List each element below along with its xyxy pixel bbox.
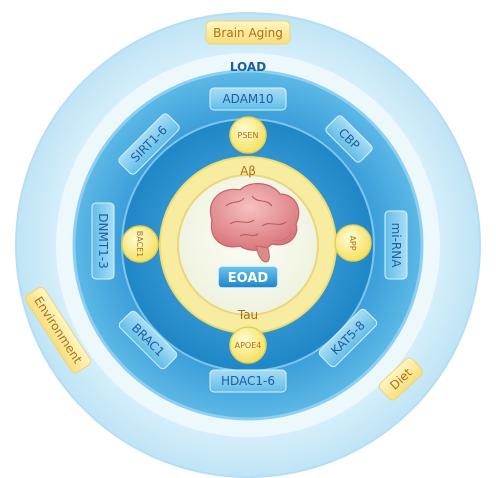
brain-aging-label: Brain Aging <box>205 20 291 45</box>
abeta-label: Aβ <box>240 164 256 178</box>
svg-text:EOAD: EOAD <box>228 271 269 286</box>
gene-hdac1-6: HDAC1-6 <box>209 369 287 393</box>
gene-dnmt1-3: DNMT1-3 <box>91 202 115 280</box>
node-apoe4: APOE4 <box>229 326 267 364</box>
svg-text:HDAC1-6: HDAC1-6 <box>221 374 275 388</box>
svg-text:mi-RNA: mi-RNA <box>389 223 403 269</box>
eoad-label: EOAD <box>217 265 279 289</box>
svg-text:DNMT1-3: DNMT1-3 <box>96 213 110 269</box>
node-psen: PSEN <box>229 116 267 154</box>
load-label: LOAD <box>230 60 266 74</box>
svg-text:BACE1: BACE1 <box>135 231 144 258</box>
svg-text:Brain Aging: Brain Aging <box>213 26 283 40</box>
gene-adam10: ADAM10 <box>209 87 287 111</box>
tau-label: Tau <box>237 308 258 322</box>
svg-text:ADAM10: ADAM10 <box>222 92 273 106</box>
svg-text:APOE4: APOE4 <box>235 341 262 350</box>
node-app: APP <box>334 224 372 262</box>
brain-icon <box>209 183 300 263</box>
gene-mi-rna: mi-RNA <box>384 210 408 280</box>
svg-text:PSEN: PSEN <box>238 131 259 140</box>
node-bace1: BACE1 <box>121 225 159 263</box>
svg-text:APP: APP <box>348 235 357 250</box>
